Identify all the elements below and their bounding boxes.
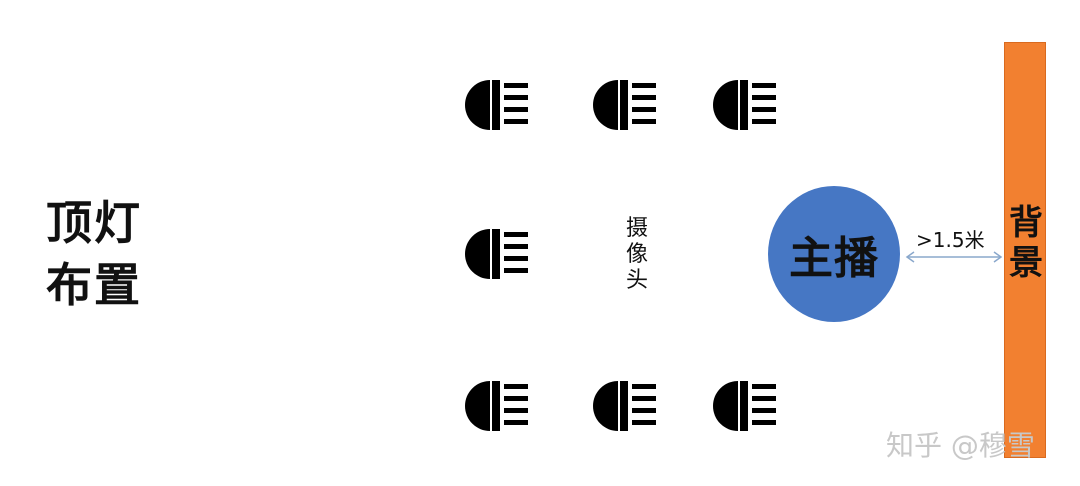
diagram-title-line-2: 布置 — [46, 258, 142, 312]
camera-label: 摄像头 — [622, 216, 652, 294]
headlight-icon — [713, 80, 776, 130]
camera-label-char: 摄 — [625, 216, 648, 241]
ceiling-light-top-left — [450, 75, 530, 135]
host-circle: 主播 — [768, 186, 900, 322]
ceiling-light-bottom-left — [450, 376, 530, 436]
backdrop-label-line-2: 景 — [1009, 243, 1043, 283]
watermark: 知乎 @穆雪 — [886, 429, 1035, 462]
headlight-icon — [593, 381, 656, 431]
headlight-icon — [465, 381, 528, 431]
ceiling-light-bottom-center — [578, 376, 658, 436]
host-label: 主播 — [789, 233, 879, 284]
ceiling-light-top-right — [698, 75, 778, 135]
backdrop-label: 背 景 — [1005, 203, 1047, 283]
camera-label-char: 头 — [625, 268, 648, 293]
double-arrow-icon — [905, 251, 1003, 263]
diagram-title-line-1: 顶灯 — [46, 196, 142, 250]
headlight-icon — [465, 229, 528, 279]
backdrop-panel: 背 景 — [1004, 42, 1046, 458]
distance-label: >1.5米 — [916, 228, 985, 252]
headlight-icon — [465, 80, 528, 130]
ceiling-light-middle-left — [450, 224, 530, 284]
camera-label-char: 像 — [625, 242, 648, 267]
headlight-icon — [713, 381, 776, 431]
ceiling-light-top-center — [578, 75, 658, 135]
backdrop-label-line-1: 背 — [1009, 203, 1043, 243]
headlight-icon — [593, 80, 656, 130]
ceiling-light-bottom-right — [698, 376, 778, 436]
